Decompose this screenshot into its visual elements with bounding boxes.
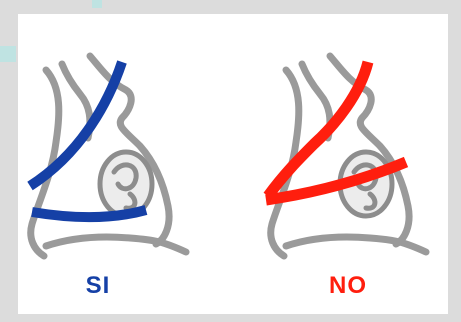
decorative-accent [0,46,16,62]
illustration-panel: SI NO [18,14,448,314]
decorative-accent [92,0,102,8]
correct-seatbelt-figure [18,14,218,264]
lap-belt [32,210,146,217]
incorrect-label: NO [308,272,388,300]
correct-label: SI [58,272,138,300]
incorrect-seatbelt-figure [248,14,448,264]
